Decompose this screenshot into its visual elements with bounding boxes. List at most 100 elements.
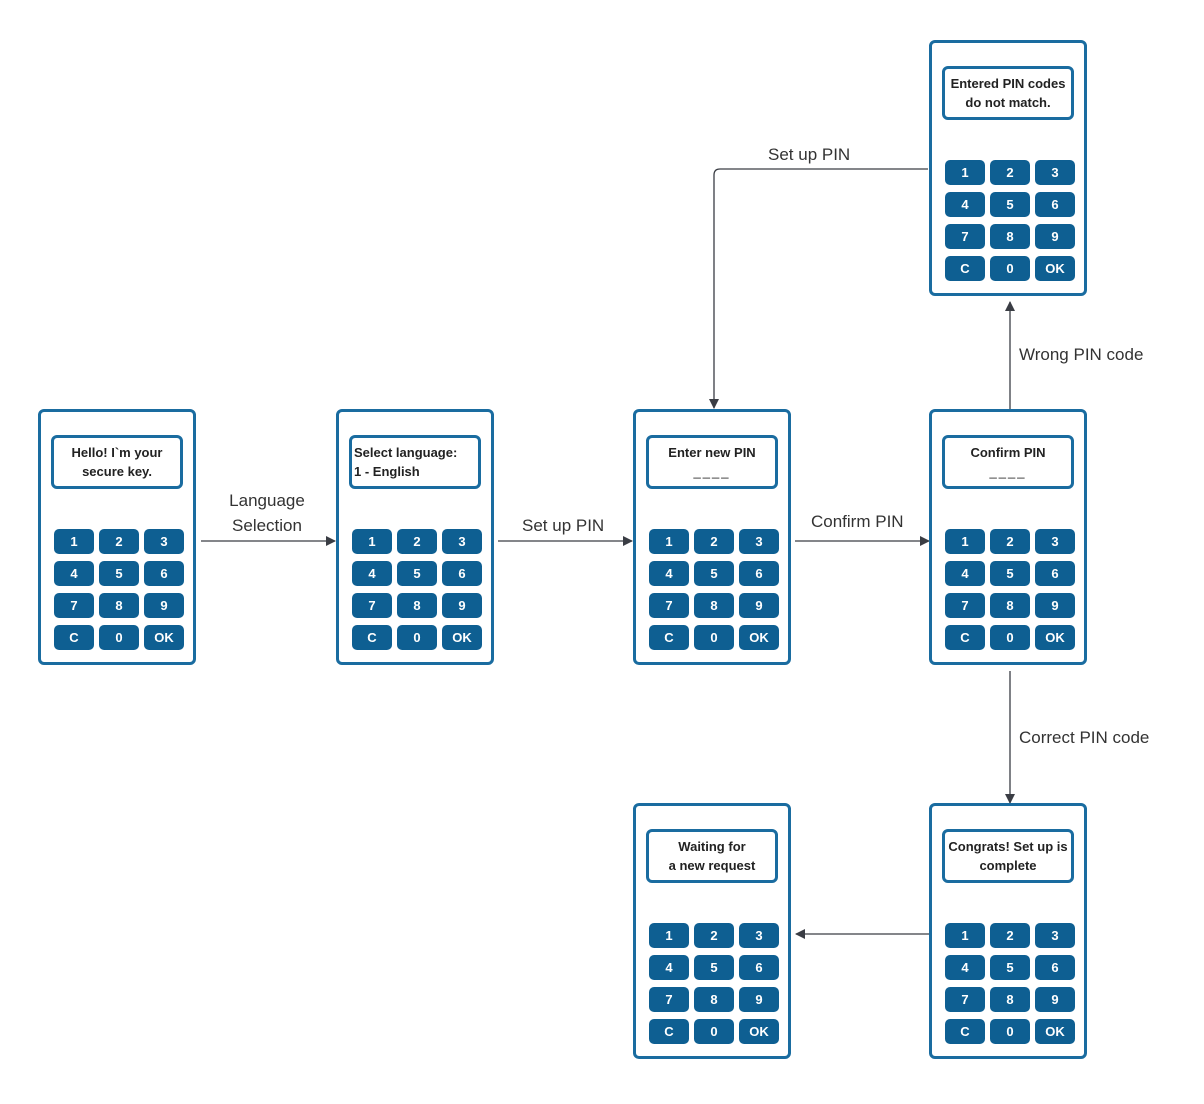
edge-label-language-selection: Language Selection xyxy=(222,488,312,538)
key-5-button[interactable]: 5 xyxy=(397,561,437,586)
key-1-button[interactable]: 1 xyxy=(945,160,985,185)
device-screen: Hello! I`m your secure key. xyxy=(51,435,183,489)
key-2-button[interactable]: 2 xyxy=(694,923,734,948)
key-9-button[interactable]: 9 xyxy=(1035,987,1075,1012)
key-3-button[interactable]: 3 xyxy=(1035,529,1075,554)
key-5-button[interactable]: 5 xyxy=(694,955,734,980)
screen-line: Select language: xyxy=(354,445,458,460)
key-8-button[interactable]: 8 xyxy=(990,593,1030,618)
key-c-button[interactable]: C xyxy=(352,625,392,650)
key-4-button[interactable]: 4 xyxy=(945,955,985,980)
key-1-button[interactable]: 1 xyxy=(945,923,985,948)
key-ok-button[interactable]: OK xyxy=(1035,625,1075,650)
device-screen: Congrats! Set up is complete xyxy=(942,829,1074,883)
screen-line: secure key. xyxy=(82,464,152,479)
key-0-button[interactable]: 0 xyxy=(397,625,437,650)
key-9-button[interactable]: 9 xyxy=(739,593,779,618)
key-4-button[interactable]: 4 xyxy=(945,561,985,586)
key-9-button[interactable]: 9 xyxy=(442,593,482,618)
key-7-button[interactable]: 7 xyxy=(945,987,985,1012)
key-c-button[interactable]: C xyxy=(54,625,94,650)
key-1-button[interactable]: 1 xyxy=(352,529,392,554)
screen-line: complete xyxy=(979,858,1037,873)
pin-placeholder: ____ xyxy=(989,464,1027,479)
key-c-button[interactable]: C xyxy=(649,1019,689,1044)
key-6-button[interactable]: 6 xyxy=(739,955,779,980)
key-2-button[interactable]: 2 xyxy=(990,923,1030,948)
key-5-button[interactable]: 5 xyxy=(990,561,1030,586)
key-ok-button[interactable]: OK xyxy=(144,625,184,650)
key-0-button[interactable]: 0 xyxy=(99,625,139,650)
key-1-button[interactable]: 1 xyxy=(54,529,94,554)
key-c-button[interactable]: C xyxy=(649,625,689,650)
key-7-button[interactable]: 7 xyxy=(945,593,985,618)
key-7-button[interactable]: 7 xyxy=(649,987,689,1012)
key-6-button[interactable]: 6 xyxy=(1035,561,1075,586)
key-2-button[interactable]: 2 xyxy=(99,529,139,554)
key-c-button[interactable]: C xyxy=(945,625,985,650)
key-2-button[interactable]: 2 xyxy=(694,529,734,554)
key-ok-button[interactable]: OK xyxy=(739,625,779,650)
key-3-button[interactable]: 3 xyxy=(1035,923,1075,948)
key-7-button[interactable]: 7 xyxy=(352,593,392,618)
key-8-button[interactable]: 8 xyxy=(694,593,734,618)
key-8-button[interactable]: 8 xyxy=(694,987,734,1012)
key-8-button[interactable]: 8 xyxy=(990,987,1030,1012)
key-3-button[interactable]: 3 xyxy=(144,529,184,554)
key-9-button[interactable]: 9 xyxy=(739,987,779,1012)
key-4-button[interactable]: 4 xyxy=(649,561,689,586)
key-ok-button[interactable]: OK xyxy=(1035,256,1075,281)
key-8-button[interactable]: 8 xyxy=(397,593,437,618)
screen-line: Confirm PIN xyxy=(970,445,1046,460)
key-9-button[interactable]: 9 xyxy=(1035,593,1075,618)
key-6-button[interactable]: 6 xyxy=(739,561,779,586)
key-6-button[interactable]: 6 xyxy=(144,561,184,586)
key-4-button[interactable]: 4 xyxy=(54,561,94,586)
key-4-button[interactable]: 4 xyxy=(649,955,689,980)
key-3-button[interactable]: 3 xyxy=(442,529,482,554)
key-5-button[interactable]: 5 xyxy=(990,192,1030,217)
key-8-button[interactable]: 8 xyxy=(990,224,1030,249)
key-ok-button[interactable]: OK xyxy=(442,625,482,650)
key-7-button[interactable]: 7 xyxy=(945,224,985,249)
key-c-button[interactable]: C xyxy=(945,1019,985,1044)
key-1-button[interactable]: 1 xyxy=(945,529,985,554)
key-0-button[interactable]: 0 xyxy=(990,1019,1030,1044)
key-6-button[interactable]: 6 xyxy=(1035,955,1075,980)
key-5-button[interactable]: 5 xyxy=(694,561,734,586)
key-0-button[interactable]: 0 xyxy=(990,256,1030,281)
edge-label-setup-pin-retry: Set up PIN xyxy=(768,145,851,164)
key-3-button[interactable]: 3 xyxy=(739,529,779,554)
key-ok-button[interactable]: OK xyxy=(739,1019,779,1044)
key-c-button[interactable]: C xyxy=(945,256,985,281)
key-5-button[interactable]: 5 xyxy=(99,561,139,586)
key-3-button[interactable]: 3 xyxy=(739,923,779,948)
key-4-button[interactable]: 4 xyxy=(945,192,985,217)
key-7-button[interactable]: 7 xyxy=(649,593,689,618)
key-2-button[interactable]: 2 xyxy=(397,529,437,554)
key-1-button[interactable]: 1 xyxy=(649,923,689,948)
key-5-button[interactable]: 5 xyxy=(990,955,1030,980)
key-3-button[interactable]: 3 xyxy=(1035,160,1075,185)
key-9-button[interactable]: 9 xyxy=(144,593,184,618)
key-6-button[interactable]: 6 xyxy=(442,561,482,586)
key-2-button[interactable]: 2 xyxy=(990,160,1030,185)
key-7-button[interactable]: 7 xyxy=(54,593,94,618)
key-9-button[interactable]: 9 xyxy=(1035,224,1075,249)
key-ok-button[interactable]: OK xyxy=(1035,1019,1075,1044)
key-4-button[interactable]: 4 xyxy=(352,561,392,586)
screen-line: Congrats! Set up is xyxy=(948,839,1068,854)
key-0-button[interactable]: 0 xyxy=(694,1019,734,1044)
key-2-button[interactable]: 2 xyxy=(990,529,1030,554)
key-0-button[interactable]: 0 xyxy=(694,625,734,650)
key-6-button[interactable]: 6 xyxy=(1035,192,1075,217)
key-1-button[interactable]: 1 xyxy=(649,529,689,554)
key-0-button[interactable]: 0 xyxy=(990,625,1030,650)
key-8-button[interactable]: 8 xyxy=(99,593,139,618)
